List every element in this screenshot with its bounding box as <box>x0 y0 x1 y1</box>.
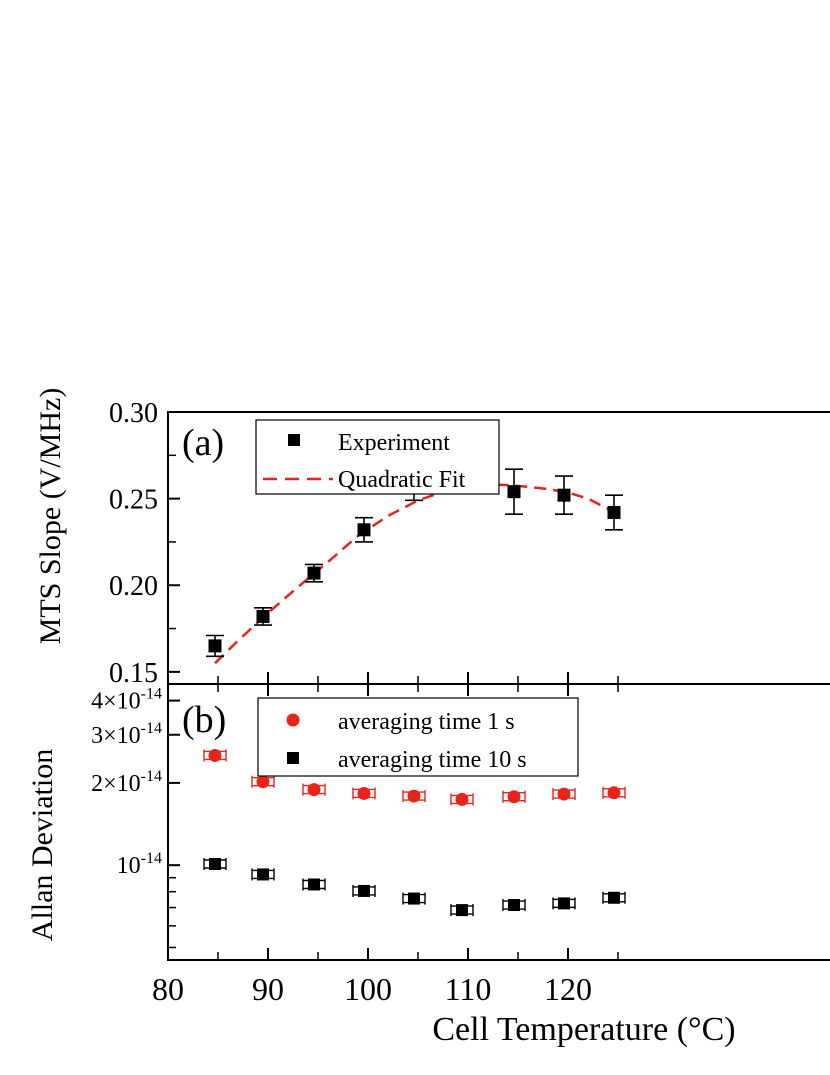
allan-10s-point <box>209 858 221 871</box>
experiment-point <box>557 488 571 502</box>
experiment-point <box>256 609 270 623</box>
panel-a-label: (a) <box>182 422 224 464</box>
x-tick-label: 80 <box>152 971 184 1007</box>
legend-quadratic-fit-label: Quadratic Fit <box>338 467 466 493</box>
panel-b-y-axis-label: Allan Deviation <box>26 749 59 941</box>
panel-a-legend-box <box>255 419 500 495</box>
allan-1s-point <box>208 748 222 762</box>
x-axis-label: Cell Temperature (°C) <box>432 1011 735 1048</box>
legend-1s-marker <box>286 713 300 727</box>
x-tick-label: 120 <box>544 971 592 1007</box>
panel-b-legend: averaging time 1 s averaging time 10 s <box>257 697 579 777</box>
experiment-point <box>208 639 222 653</box>
allan-10s-point <box>558 897 570 910</box>
x-tick-label: 100 <box>344 971 392 1007</box>
x-tick-label: 110 <box>445 971 492 1007</box>
allan-1s-point <box>307 783 321 797</box>
panel-b: (b) Allan Deviation 10-14 2×10-14 3×10-14 4… <box>26 683 830 961</box>
experiment-point <box>357 523 371 537</box>
allan-10s-point <box>308 878 320 891</box>
allan-1s-point <box>507 790 521 804</box>
panel-b-frame <box>167 683 830 961</box>
panel-a-y-tick-label: 0.30 <box>109 398 158 429</box>
legend-10s-marker <box>287 752 299 764</box>
allan-10s-point <box>608 891 620 904</box>
allan-10s-point <box>257 868 269 881</box>
allan-1s-point <box>407 789 421 803</box>
x-tick-label: 90 <box>252 971 284 1007</box>
allan-1s-point <box>557 787 571 801</box>
experiment-point <box>307 566 321 580</box>
panel-b-legend-box <box>257 697 579 777</box>
allan-10s-point <box>358 884 370 897</box>
experiment-point <box>607 505 621 519</box>
panel-a-legend: Experiment Quadratic Fit <box>255 419 500 495</box>
experiment-point <box>507 485 521 499</box>
panel-a-y-axis-label: MTS Slope (V/MHz) <box>34 388 67 645</box>
panel-b-y-axis-label-group: Allan Deviation <box>26 749 59 941</box>
quadratic-fit-line <box>214 482 619 665</box>
panel-a: (a) MTS Slope (V/MHz) 0.15 0.20 0.25 0.30 E… <box>34 388 830 689</box>
panel-b-y-tick-label: 4×10-14 <box>91 686 162 715</box>
allan-1s-point <box>357 786 371 800</box>
legend-1s-label: averaging time 1 s <box>338 709 515 735</box>
allan-10s-point <box>408 892 420 905</box>
legend-experiment-marker <box>288 434 300 446</box>
allan-1s-point <box>607 786 621 800</box>
panel-b-label: (b) <box>182 699 226 741</box>
panel-b-y-tick-label: 10-14 <box>117 850 162 879</box>
allan-10s-point <box>508 899 520 912</box>
panel-a-y-tick-label: 0.25 <box>109 485 158 516</box>
legend-experiment-label: Experiment <box>338 430 450 456</box>
panel-a-y-axis-label-group: MTS Slope (V/MHz) <box>34 388 67 645</box>
panel-b-y-tick-label: 2×10-14 <box>91 768 162 797</box>
panel-b-y-tick-label: 3×10-14 <box>91 720 162 749</box>
legend-10s-label: averaging time 10 s <box>338 747 527 773</box>
allan-1s-point <box>256 775 270 789</box>
allan-1s-point <box>455 792 469 806</box>
panel-a-y-tick-label: 0.15 <box>109 658 158 689</box>
allan-10s-point <box>456 904 468 917</box>
panel-a-y-tick-label: 0.20 <box>109 571 158 602</box>
